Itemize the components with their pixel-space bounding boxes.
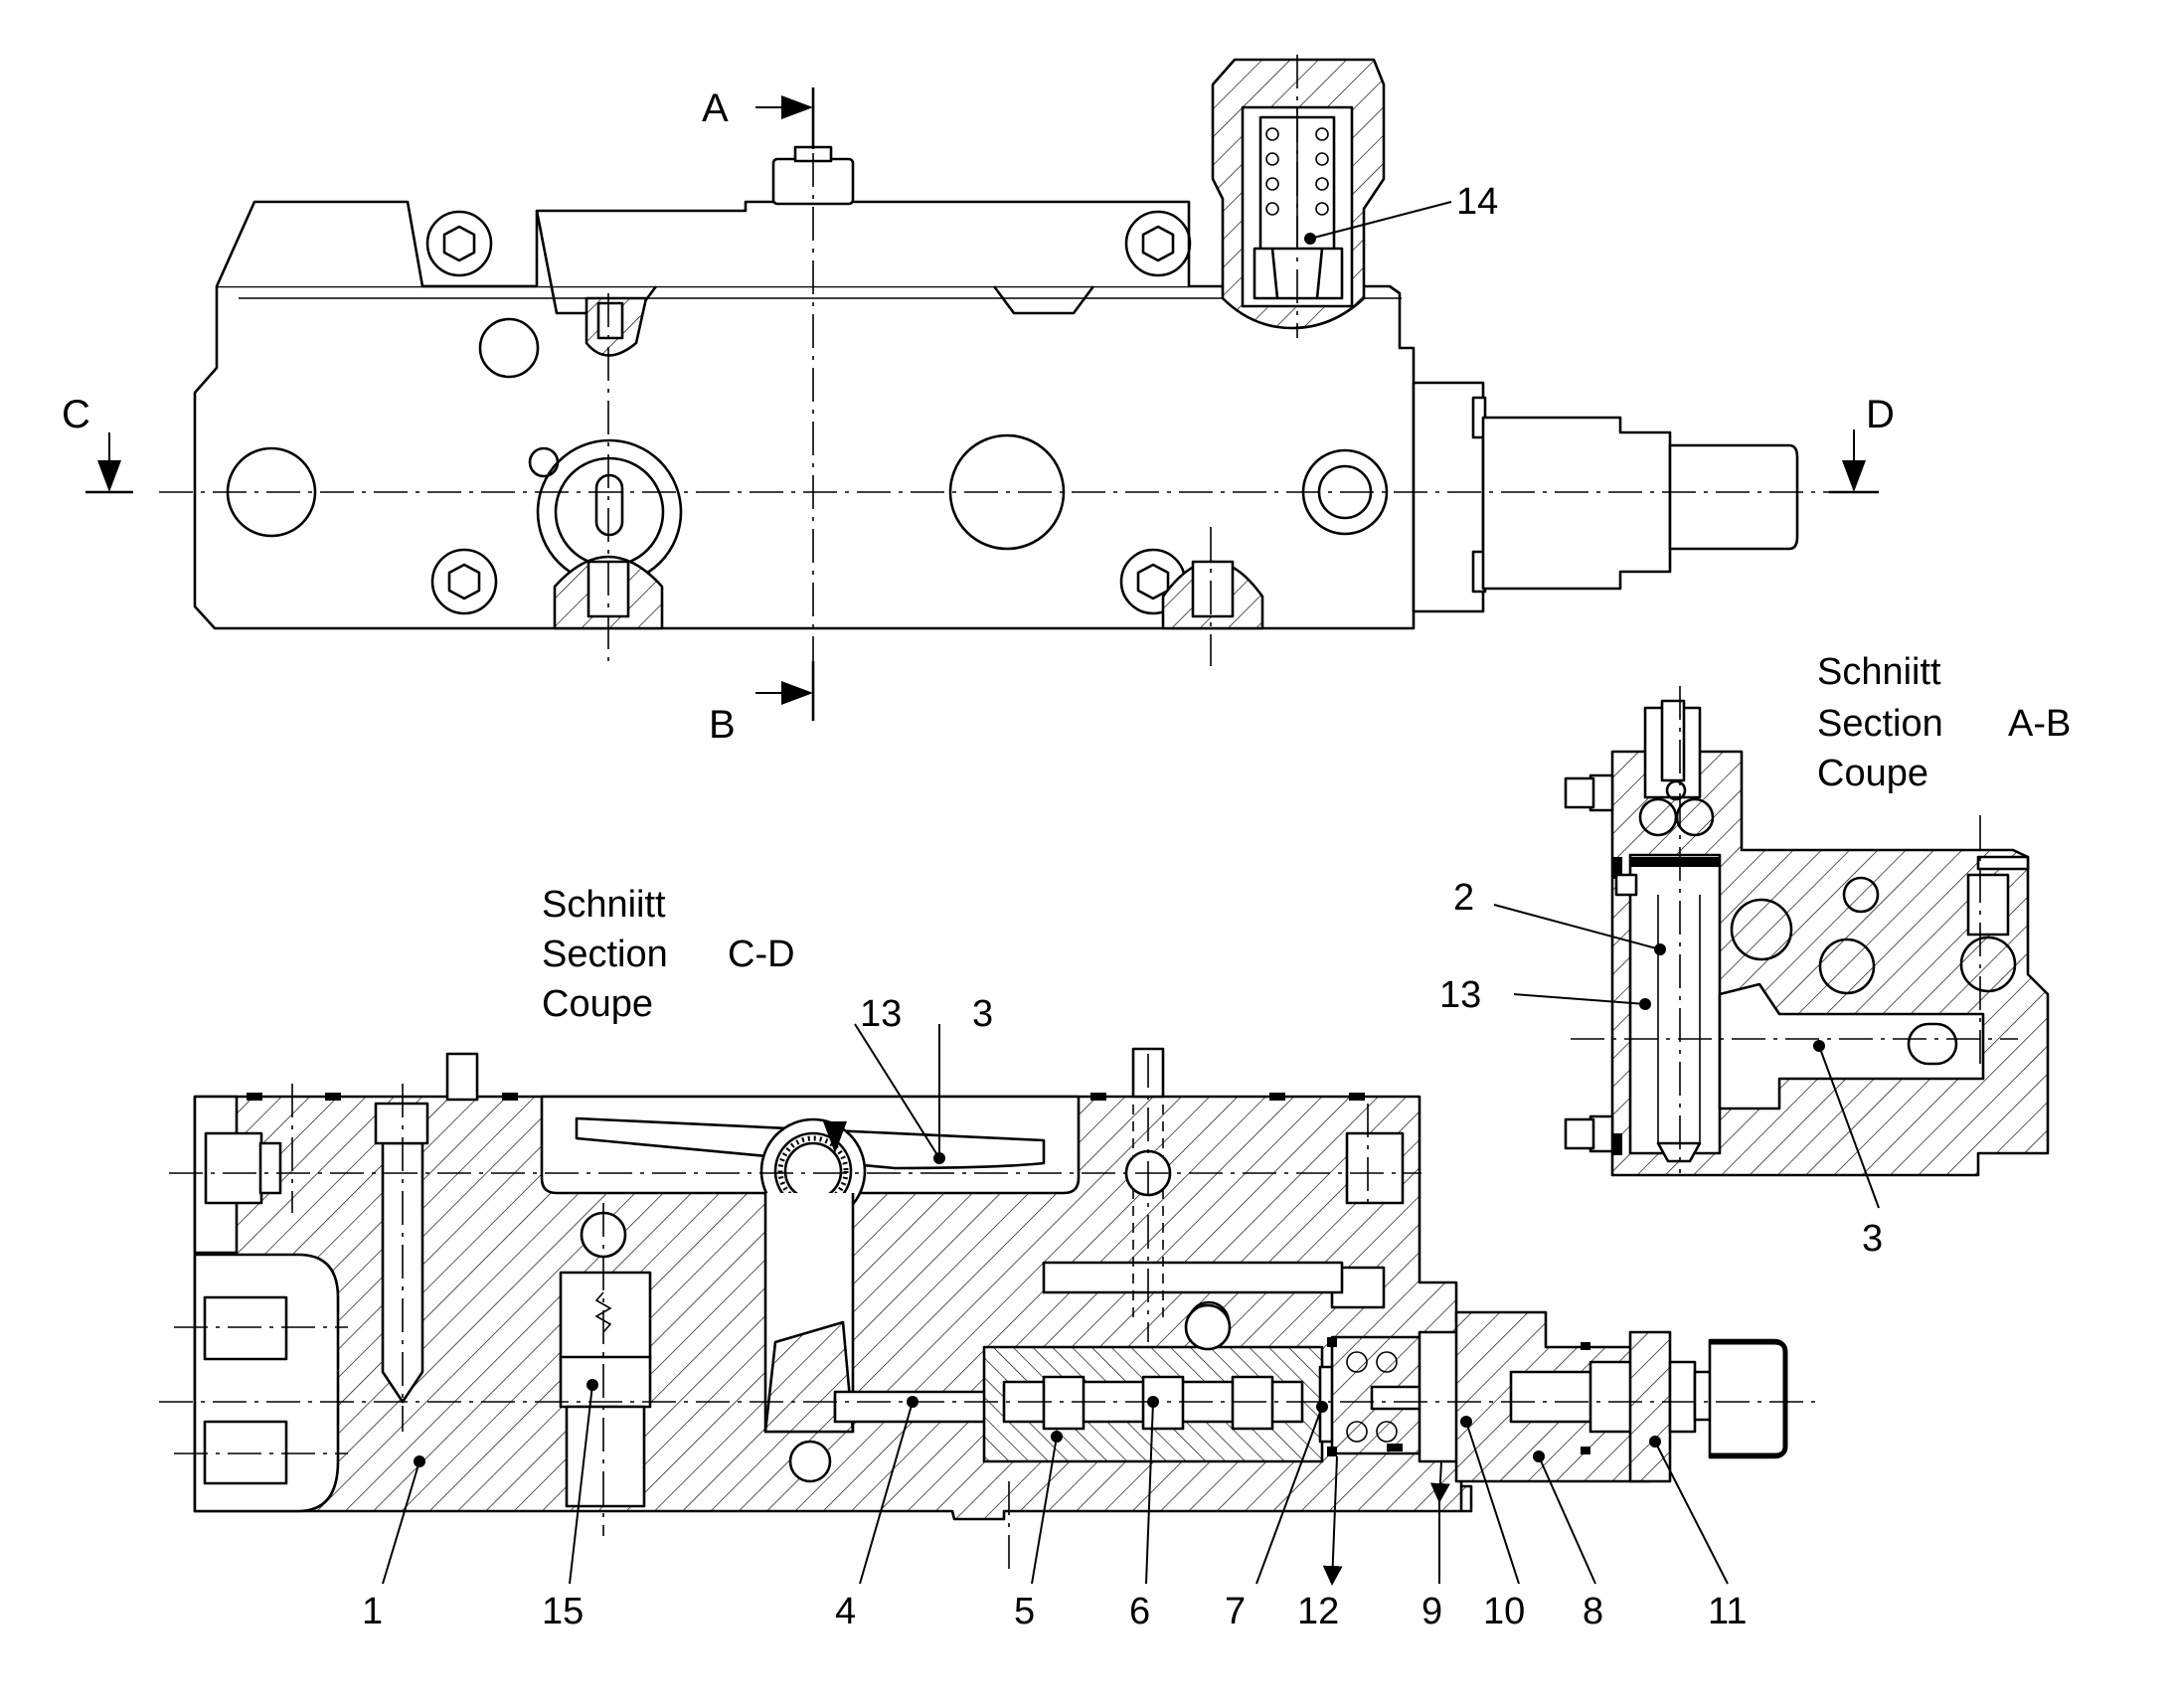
cd-spool-assembly — [833, 1303, 1788, 1483]
cd-left-plug-upper — [204, 1131, 263, 1205]
section-cd-line2: Section — [542, 934, 668, 975]
cd-end-cap — [1708, 1338, 1787, 1459]
callout-3-ab: 3 — [1862, 1218, 1883, 1260]
section-ab-view: 2 13 3 Schniitt Section A-B Coupe — [1439, 651, 2071, 1260]
section-ab-line1: Schniitt — [1817, 651, 1941, 693]
callout-3-cd: 3 — [972, 993, 993, 1035]
section-ab-line2: Section — [1817, 703, 1943, 745]
cut-marker-c — [85, 432, 133, 494]
callout-15: 15 — [542, 1591, 584, 1632]
section-cd-code: C-D — [728, 934, 795, 975]
cut-marker-a — [755, 87, 815, 149]
cut-marker-d — [1829, 429, 1879, 494]
callout-6: 6 — [1129, 1591, 1150, 1632]
cut-label-c: C — [62, 393, 90, 436]
callout-14: 14 — [1456, 181, 1498, 223]
hex-screw-upper-left — [425, 210, 493, 277]
section-cd-view: 1 15 4 5 6 7 12 9 10 8 11 13 3 Schniitt … — [159, 884, 1819, 1632]
callout-9: 9 — [1421, 1591, 1442, 1632]
section-ab-code: A-B — [2008, 703, 2071, 745]
callout-10: 10 — [1483, 1591, 1525, 1632]
callout-8: 8 — [1583, 1591, 1603, 1632]
section-ab-line3: Coupe — [1817, 753, 1928, 794]
section-cd-line3: Coupe — [542, 983, 653, 1025]
callout-1: 1 — [362, 1591, 383, 1632]
callout-12: 12 — [1297, 1591, 1339, 1632]
hex-screw-lower-left — [430, 548, 498, 615]
cut-label-b: B — [709, 703, 736, 747]
section-cd-line1: Schniitt — [542, 884, 666, 926]
cut-label-d: D — [1866, 393, 1895, 436]
right-stem — [1412, 381, 1799, 613]
top-cover — [215, 200, 1191, 288]
relief-valve-14 — [1211, 58, 1386, 330]
callout-13-cd: 13 — [860, 993, 902, 1035]
top-view: A B C D 14 — [62, 55, 1895, 747]
valve-body-outline — [193, 284, 1416, 630]
callout-2: 2 — [1453, 877, 1474, 919]
ab-lever-3 — [1718, 982, 1985, 1110]
cut-label-a: A — [702, 86, 729, 130]
hex-screw-upper-right — [1124, 210, 1192, 277]
cut-marker-b — [755, 661, 815, 721]
callout-11: 11 — [1708, 1591, 1747, 1632]
callout-4: 4 — [835, 1591, 856, 1632]
callout-13-ab: 13 — [1439, 974, 1481, 1016]
callout-5: 5 — [1014, 1591, 1035, 1632]
callout-7: 7 — [1225, 1591, 1246, 1632]
cd-plug-15 — [559, 1271, 652, 1362]
